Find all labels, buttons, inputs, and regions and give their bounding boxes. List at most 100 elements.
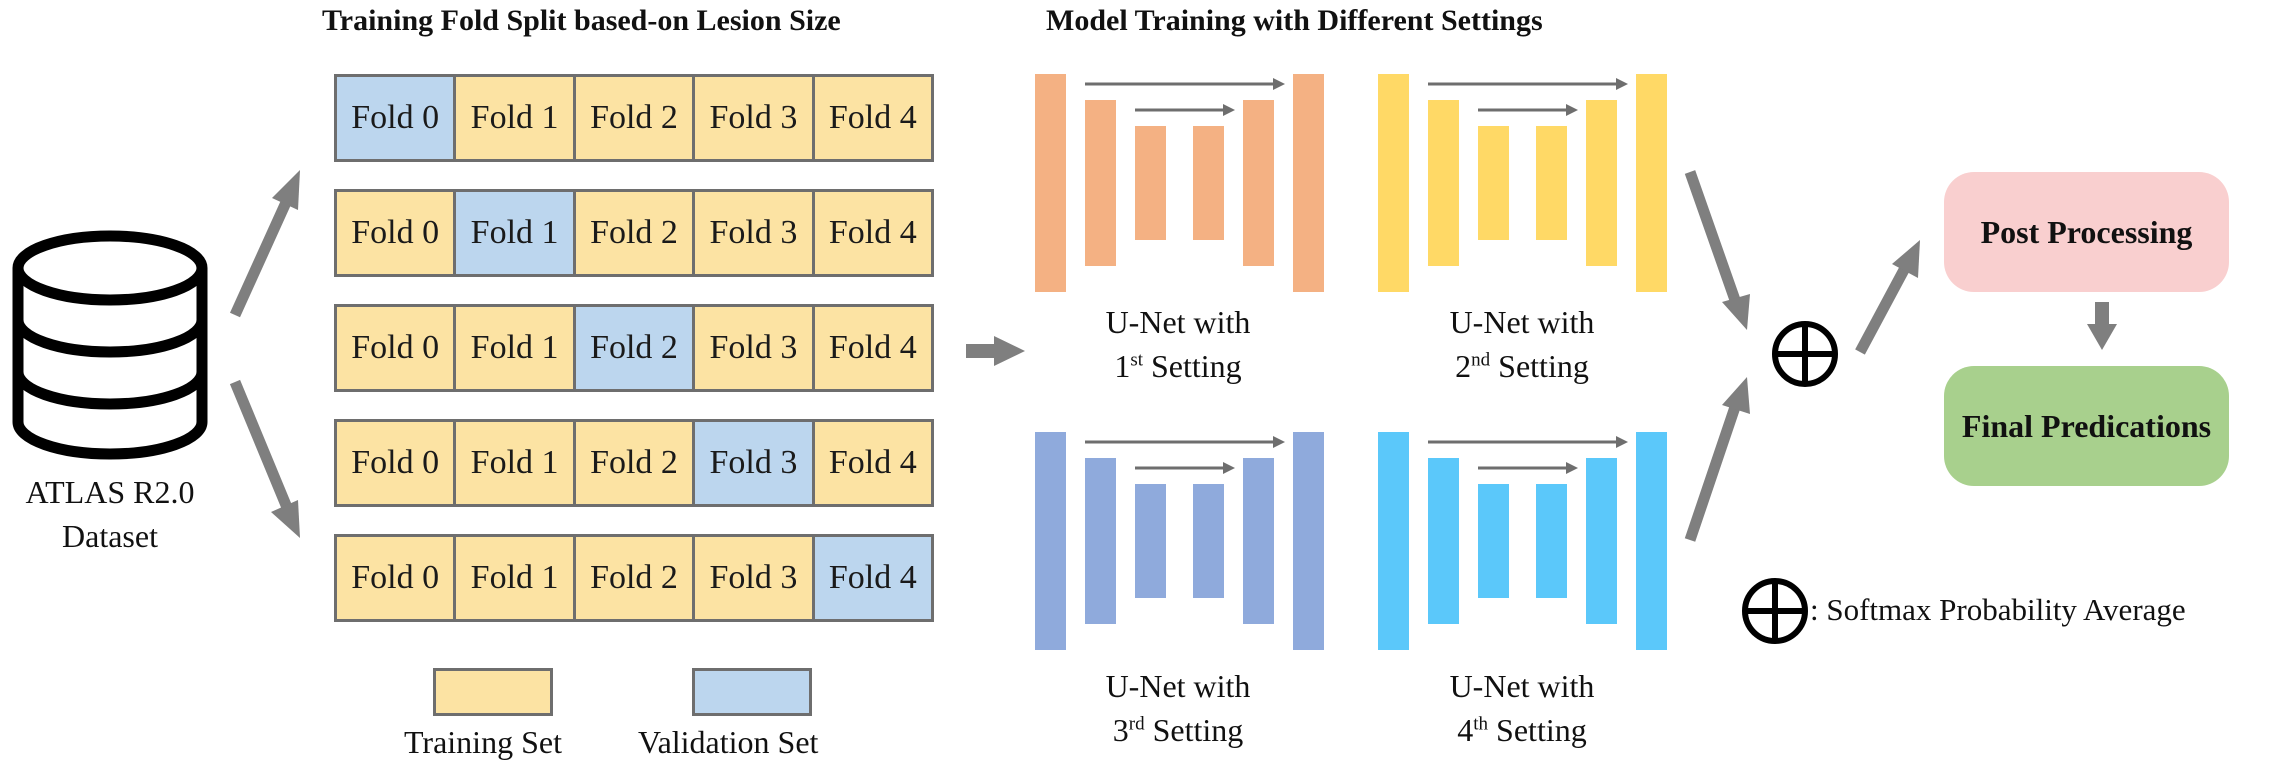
dataset-to-folds-arrows xyxy=(229,170,300,538)
training-fold-cell: Fold 2 xyxy=(575,534,696,622)
unet-model-1 xyxy=(1035,74,1324,292)
unet-caption-3-sup: rd xyxy=(1128,713,1145,735)
dataset-label-line1: ATLAS R2.0 xyxy=(25,474,195,510)
training-fold-cell: Fold 4 xyxy=(814,189,935,277)
training-fold-cell: Fold 0 xyxy=(334,419,457,507)
unet-layer-bar xyxy=(1536,126,1567,240)
unet-layer-bar xyxy=(1378,432,1409,650)
training-fold-cell: Fold 0 xyxy=(334,304,457,392)
skip-connection-arrowhead xyxy=(1616,436,1628,448)
unet-caption-4-sup: th xyxy=(1473,713,1489,735)
model-training-title: Model Training with Different Settings xyxy=(1046,4,1543,37)
training-fold-cell: Fold 4 xyxy=(814,304,935,392)
unet-layer-bar xyxy=(1035,74,1066,292)
unet-layer-bar xyxy=(1293,74,1324,292)
training-fold-cell: Fold 1 xyxy=(456,534,576,622)
training-set-label: Training Set xyxy=(404,724,562,760)
unet-caption-2-num: 2 xyxy=(1455,348,1472,384)
unet-caption-4-rest: Setting xyxy=(1488,712,1587,748)
validation-fold-cell: Fold 2 xyxy=(575,304,696,392)
training-fold-cell: Fold 3 xyxy=(695,74,815,162)
unet-layer-bar xyxy=(1478,484,1509,598)
unet-model-3 xyxy=(1035,432,1324,650)
unet-caption-4: U-Net with 4th Setting xyxy=(1402,664,1642,752)
training-fold-cell: Fold 4 xyxy=(814,419,935,507)
unet-models xyxy=(1035,74,1667,650)
post-processing-box: Post Processing xyxy=(1944,172,2229,292)
unet-caption-3: U-Net with 3rd Setting xyxy=(1058,664,1298,752)
training-fold-cell: Fold 3 xyxy=(695,189,815,277)
unet-caption-1-line1: U-Net with xyxy=(1105,304,1251,340)
unet-caption-3-num: 3 xyxy=(1112,712,1129,748)
unet-caption-1-rest: Setting xyxy=(1143,348,1242,384)
validation-fold-cell: Fold 0 xyxy=(334,74,457,162)
post-to-final-arrow xyxy=(2087,302,2117,350)
training-fold-cell: Fold 1 xyxy=(456,74,576,162)
unet-caption-4-num: 4 xyxy=(1457,712,1474,748)
unet-caption-1-num: 1 xyxy=(1114,348,1131,384)
folds-to-models-arrow xyxy=(966,336,1025,366)
unet-layer-bar xyxy=(1536,484,1567,598)
training-fold-cell: Fold 1 xyxy=(456,304,576,392)
unet-layer-bar xyxy=(1428,458,1459,624)
unet-layer-bar xyxy=(1478,126,1509,240)
unet-layer-bar xyxy=(1378,74,1409,292)
unet-layer-bar xyxy=(1243,100,1274,266)
softmax-legend-label: : Softmax Probability Average xyxy=(1810,592,2186,627)
unet-layer-bar xyxy=(1135,484,1166,598)
unet-layer-bar xyxy=(1085,100,1116,266)
skip-connection-arrowhead xyxy=(1566,104,1578,116)
final-predictions-box: Final Predications xyxy=(1944,366,2229,486)
unet-layer-bar xyxy=(1293,432,1324,650)
validation-fold-cell: Fold 1 xyxy=(456,189,576,277)
training-set-swatch xyxy=(433,668,553,716)
unet-layer-bar xyxy=(1193,484,1224,598)
unet-caption-3-line1: U-Net with xyxy=(1105,668,1251,704)
fold-split-title: Training Fold Split based-on Lesion Size xyxy=(322,4,841,37)
unet-caption-2-line1: U-Net with xyxy=(1449,304,1595,340)
unet-model-4 xyxy=(1378,432,1667,650)
validation-set-label: Validation Set xyxy=(638,724,819,760)
unet-layer-bar xyxy=(1636,74,1667,292)
unet-layer-bar xyxy=(1636,432,1667,650)
training-fold-cell: Fold 4 xyxy=(814,74,935,162)
database-icon xyxy=(12,230,208,460)
training-fold-cell: Fold 0 xyxy=(334,534,457,622)
unet-caption-4-line1: U-Net with xyxy=(1449,668,1595,704)
unet-layer-bar xyxy=(1586,100,1617,266)
unet-layer-bar xyxy=(1135,126,1166,240)
training-fold-cell: Fold 2 xyxy=(575,419,696,507)
unet-layer-bar xyxy=(1586,458,1617,624)
unet-caption-3-rest: Setting xyxy=(1144,712,1244,748)
training-fold-cell: Fold 3 xyxy=(695,534,815,622)
unet-layer-bar xyxy=(1428,100,1459,266)
average-to-post-arrow xyxy=(1855,240,1920,355)
training-fold-cell: Fold 2 xyxy=(575,189,696,277)
softmax-average-icon xyxy=(1772,321,1838,387)
training-fold-cell: Fold 2 xyxy=(575,74,696,162)
skip-connection-arrowhead xyxy=(1616,78,1628,90)
dataset-label-line2: Dataset xyxy=(62,518,158,554)
unet-model-2 xyxy=(1378,74,1667,292)
unet-layer-bar xyxy=(1035,432,1066,650)
unet-caption-2-rest: Setting xyxy=(1490,348,1589,384)
unet-caption-2-sup: nd xyxy=(1471,349,1491,371)
unet-caption-1-sup: st xyxy=(1130,349,1143,371)
unet-caption-2: U-Net with 2nd Setting xyxy=(1402,300,1642,388)
validation-set-swatch xyxy=(692,668,812,716)
validation-fold-cell: Fold 4 xyxy=(814,534,935,622)
validation-fold-cell: Fold 3 xyxy=(695,419,815,507)
training-fold-cell: Fold 1 xyxy=(456,419,576,507)
models-to-average-arrows xyxy=(1684,170,1750,542)
skip-connection-arrowhead xyxy=(1223,462,1235,474)
unet-layer-bar xyxy=(1085,458,1116,624)
training-fold-cell: Fold 0 xyxy=(334,189,457,277)
unet-layer-bar xyxy=(1193,126,1224,240)
training-fold-cell: Fold 3 xyxy=(695,304,815,392)
